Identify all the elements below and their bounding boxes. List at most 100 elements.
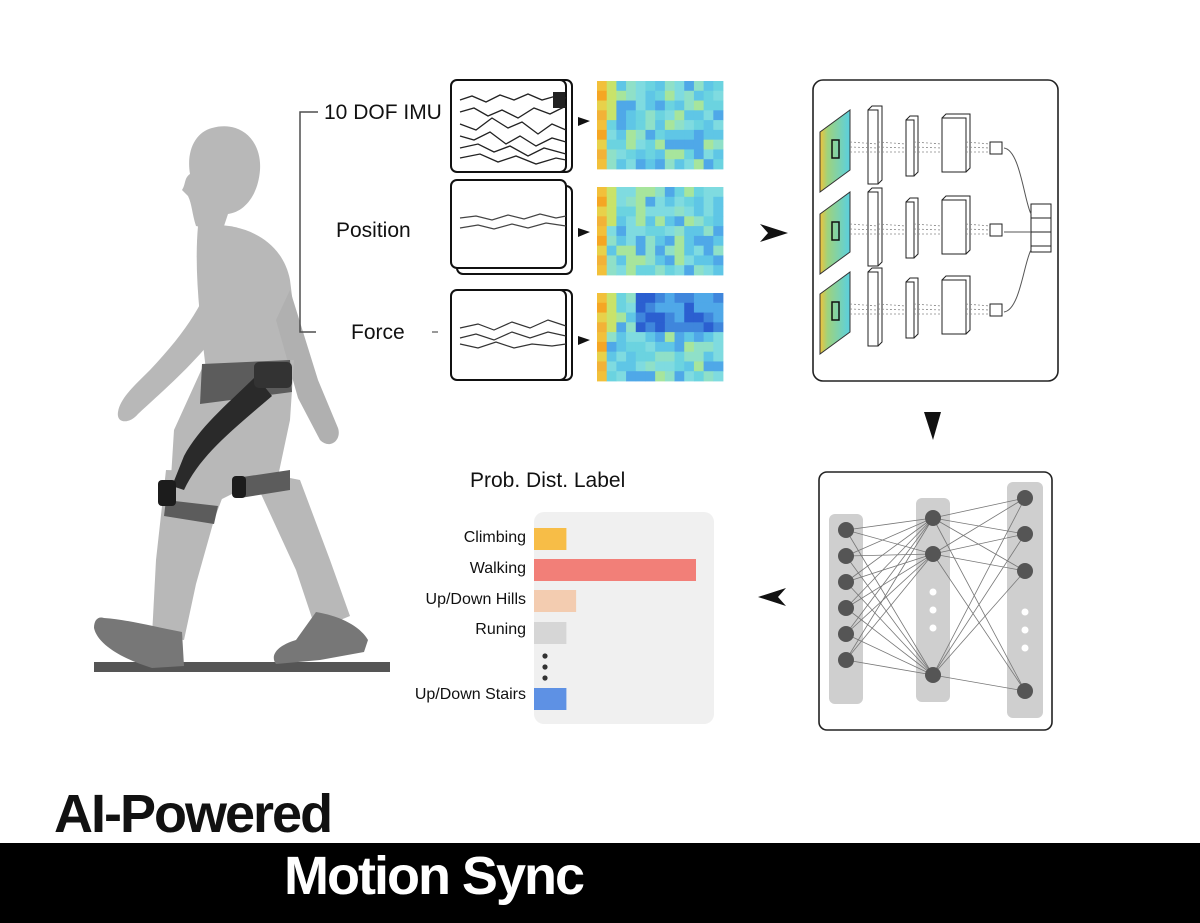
heatmap-cell	[664, 293, 675, 304]
heatmap-cell	[655, 293, 666, 304]
heatmap-cell	[635, 312, 646, 323]
conv-connection	[965, 141, 991, 145]
heatmap-cell	[616, 129, 627, 141]
heatmap-cell	[606, 206, 617, 217]
signal-panel-imu	[450, 79, 573, 173]
heatmap-cell	[626, 196, 637, 207]
conv-layer-depth	[941, 195, 971, 255]
heatmap-cell	[606, 351, 617, 362]
heatmap-cell	[693, 302, 705, 313]
heatmap-cell	[674, 341, 685, 353]
input-feature-map	[819, 271, 851, 355]
heatmap-cell	[703, 159, 714, 170]
heatmap-cell	[606, 312, 617, 323]
heatmap-cell	[606, 81, 617, 92]
heatmap-cell	[655, 235, 666, 247]
heatmap-cell	[597, 293, 608, 304]
arrow-to-heatmap-2	[578, 228, 590, 237]
heatmap-cell	[703, 139, 714, 150]
mlp-connection	[932, 533, 1026, 676]
heatmap-cell	[597, 120, 608, 131]
heatmap-cell	[606, 322, 617, 333]
heatmap-cell	[713, 139, 724, 150]
heatmap-cell	[645, 226, 656, 237]
heatmap-cell	[655, 361, 666, 372]
heatmap-cell	[664, 100, 675, 111]
heatmap-cell	[703, 100, 714, 111]
ellipsis-dot	[542, 675, 548, 681]
heatmap-cell	[606, 245, 617, 256]
mlp-neuron	[925, 510, 941, 526]
heatmap-cell	[684, 196, 695, 207]
heatmap-cell	[674, 332, 685, 343]
headline-line-1: AI-Powered	[54, 784, 333, 844]
conv-connection	[849, 303, 879, 307]
exo-strap	[172, 376, 272, 490]
heatmap-cell	[645, 81, 656, 92]
heatmap-cell	[626, 81, 637, 92]
heatmap-cell	[616, 351, 627, 362]
heatmap-cell	[645, 129, 656, 141]
conv-layer	[941, 199, 967, 255]
heatmap-cell	[703, 293, 714, 304]
heatmap-cell	[693, 159, 705, 170]
heatmap-cell	[713, 100, 724, 111]
rear-shoe	[273, 612, 368, 664]
heatmap-cell	[674, 293, 685, 304]
heatmap-cell	[674, 235, 685, 247]
heatmap-cell	[635, 332, 646, 343]
heatmap-cell	[655, 149, 666, 160]
heatmap-cell	[693, 293, 705, 304]
pooled-output	[989, 303, 1003, 317]
heatmap-cell	[616, 90, 627, 101]
heatmap-cell	[635, 149, 646, 160]
heatmap-cell	[626, 341, 637, 353]
heatmap-cell	[713, 120, 724, 131]
heatmap-cell	[664, 120, 675, 131]
heatmap-cell	[655, 120, 666, 131]
heatmap-cell	[645, 312, 656, 323]
heatmap-cell	[616, 206, 627, 217]
heatmap-cell	[664, 81, 675, 92]
heatmap-cell	[606, 332, 617, 343]
heatmap-cell	[684, 216, 695, 227]
heatmap-cell	[664, 351, 675, 362]
heatmap-cell	[655, 206, 666, 217]
mlp-neuron	[838, 652, 854, 668]
mlp-connection	[845, 553, 934, 661]
heatmap-cell	[635, 361, 646, 372]
heatmap-cell	[703, 302, 714, 313]
category-label: Runing	[475, 621, 526, 638]
mlp-ellipsis-dot	[929, 624, 937, 632]
heatmap-cell	[693, 187, 705, 198]
conv-connection	[913, 308, 943, 311]
input-feature-map	[819, 191, 851, 275]
front-arm	[117, 262, 238, 422]
heatmap-group	[597, 81, 724, 382]
heatmap-cell	[684, 90, 695, 101]
mlp-connection	[845, 517, 934, 557]
mlp-neuron	[838, 574, 854, 590]
heatmap-cell	[713, 245, 724, 256]
conv-connection	[877, 303, 907, 307]
heatmap-cell	[713, 226, 724, 237]
pooled-output	[989, 223, 1003, 237]
heatmap-cell	[684, 110, 695, 121]
heatmap-cell	[655, 265, 666, 276]
heatmap-cell	[664, 206, 675, 217]
heatmap-cell	[645, 120, 656, 131]
heatmap-cell	[674, 245, 685, 256]
heatmap-cell	[645, 302, 656, 313]
heatmap-cell	[674, 159, 685, 170]
heatmap-cell	[693, 371, 705, 382]
heatmap-cell	[626, 351, 637, 362]
heatmap-cell	[684, 341, 695, 353]
mlp-connection	[932, 553, 1026, 572]
heatmap-cell	[703, 312, 714, 323]
heatmap-cell	[645, 196, 656, 207]
heatmap-cell	[606, 361, 617, 372]
heatmap-cell	[684, 149, 695, 160]
prob-bar-walking	[534, 559, 696, 581]
heatmap-cell	[606, 196, 617, 207]
heatmap-cell	[626, 139, 637, 150]
